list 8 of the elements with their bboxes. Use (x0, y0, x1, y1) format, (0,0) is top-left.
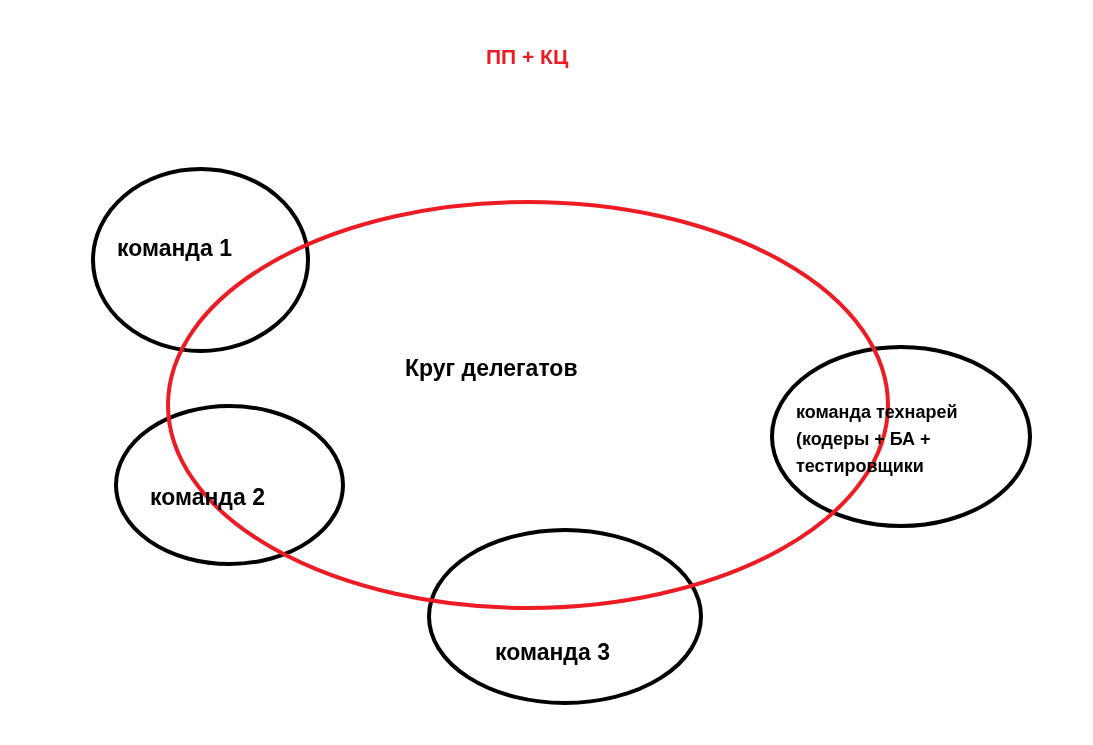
team-ellipse (91, 167, 310, 353)
team-label: команда 1 (117, 234, 232, 262)
team-ellipse (114, 404, 345, 566)
team-ellipse (427, 528, 703, 705)
delegates-label: Круг делегатов (405, 354, 578, 382)
team-label: команда 3 (495, 638, 610, 666)
team-ellipse (770, 345, 1032, 528)
diagram-title: ПП + КЦ (486, 44, 569, 70)
